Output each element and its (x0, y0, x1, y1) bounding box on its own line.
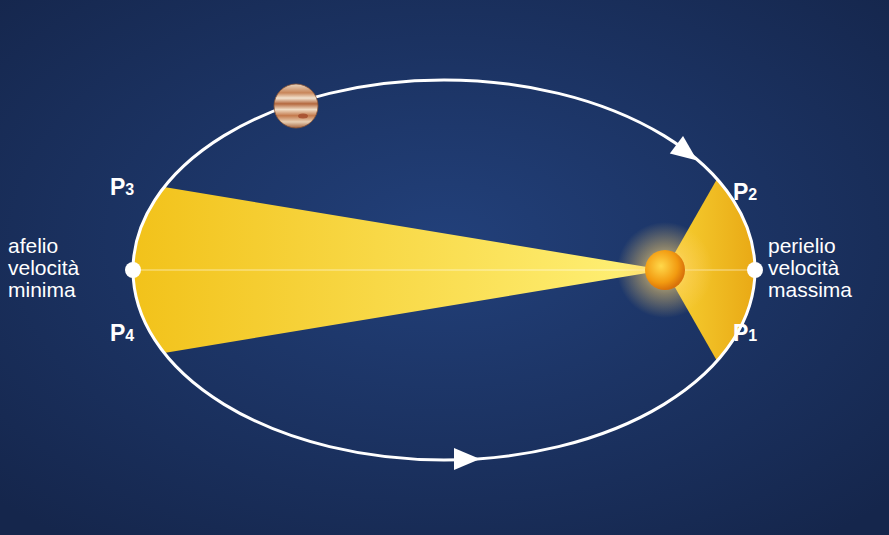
point-label: P4 (110, 322, 134, 345)
planet (274, 84, 318, 128)
aphelion-label: afelio velocità minima (8, 235, 79, 301)
planet-spot (298, 114, 308, 119)
sun-glow (617, 222, 713, 318)
point-label: P2 (733, 181, 757, 204)
orbit-arrow (670, 136, 704, 169)
sun (645, 250, 685, 290)
perihelion-label: perielio velocità massima (768, 235, 852, 301)
orbit-arrow (454, 448, 480, 470)
perihelion-dot (747, 262, 763, 278)
point-label: P3 (110, 176, 134, 199)
aphelion-dot (125, 262, 141, 278)
point-label: P1 (733, 322, 757, 345)
orbit (133, 80, 755, 460)
